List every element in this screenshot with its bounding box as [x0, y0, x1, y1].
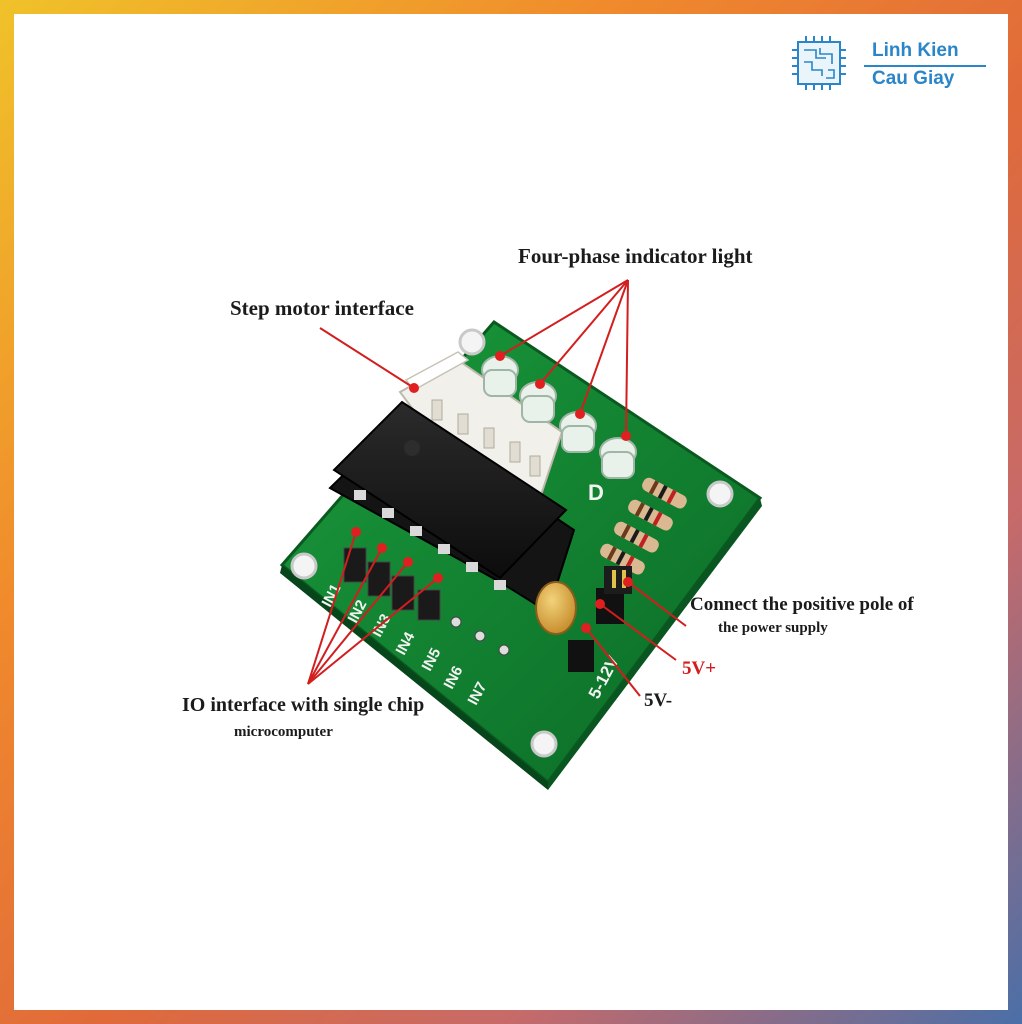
uln2003-ic [328, 400, 576, 614]
brand-name-line1: Linh Kien [872, 40, 959, 61]
brand-logo: Linh Kien Cau Giay [782, 24, 992, 98]
step-motor-connector [398, 351, 564, 500]
positive-pole-annotation: Connect the positive pole of [690, 594, 914, 615]
chip-logo-icon [792, 36, 846, 90]
pcb-edge [280, 565, 548, 790]
step-motor-annotation: Step motor interface [230, 296, 414, 320]
leader-dots [351, 351, 633, 633]
tantalum-capacitor [535, 581, 577, 635]
leader-lines [307, 279, 687, 697]
microcomputer-annotation: microcomputer [234, 724, 333, 740]
led-silk-label: D [588, 480, 604, 505]
leds-annotation: Four-phase indicator light [518, 244, 753, 268]
mounting-holes [290, 328, 734, 758]
vplus-annotation: 5V+ [682, 658, 717, 679]
indicator-leds [481, 355, 637, 479]
io-interface-annotation: IO interface with single chip [182, 694, 425, 716]
brand-divider [864, 65, 986, 67]
power-supply-annotation: the power supply [718, 620, 828, 636]
brand-name-line2: Cau Giay [872, 68, 955, 89]
vminus-annotation: 5V- [644, 690, 673, 711]
power-header [568, 566, 632, 672]
input-header [343, 547, 510, 656]
resistors [600, 477, 687, 575]
